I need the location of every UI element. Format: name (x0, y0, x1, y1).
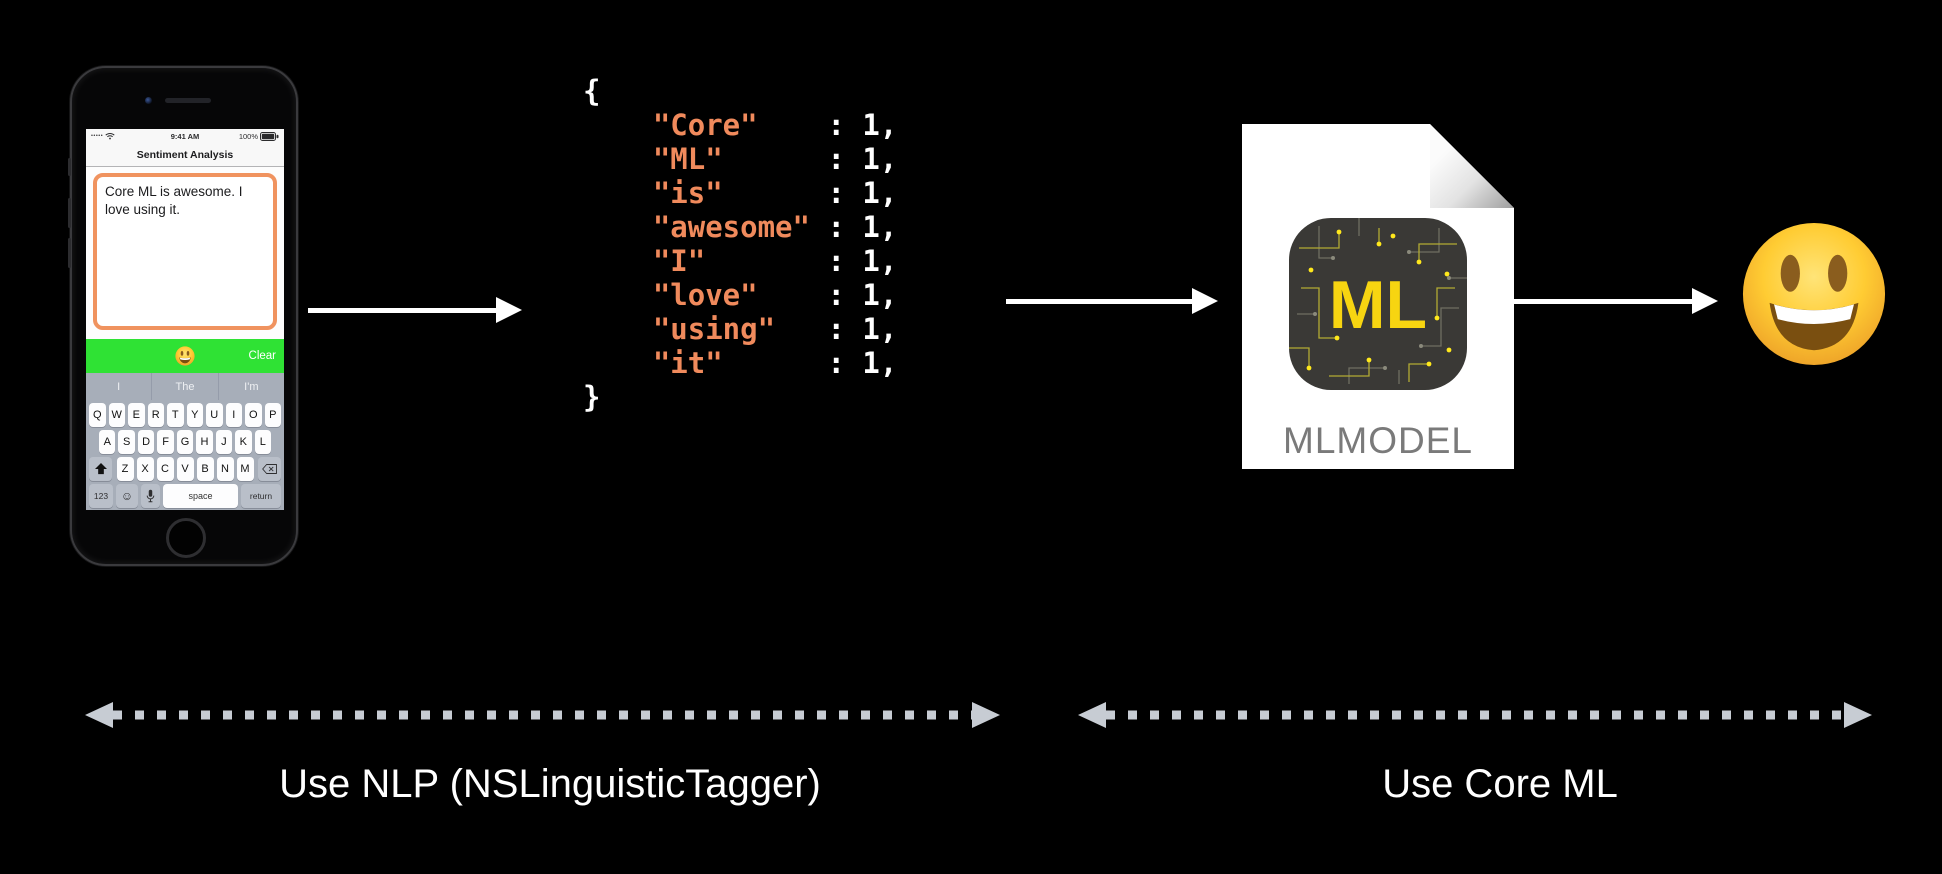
mlmodel-file-icon: ML MLMODEL (1242, 124, 1514, 469)
backspace-icon (262, 464, 277, 474)
nlp-phase-label: Use NLP (NSLinguisticTagger) (279, 762, 821, 806)
emoji-key[interactable]: ☺ (116, 484, 138, 508)
code-block: { "Core" : 1, "ML" : 1, "is" : 1, "aweso… (583, 74, 897, 414)
key-f[interactable]: F (157, 430, 174, 454)
battery-icon (260, 131, 279, 141)
key-y[interactable]: Y (186, 403, 203, 427)
nlp-phase-range-arrow (85, 702, 1000, 728)
mute-switch (68, 158, 71, 176)
iphone-device: ••••• 9:41 AM 100% Sentiment Analysis (68, 66, 298, 566)
key-t[interactable]: T (167, 403, 184, 427)
battery-percent: 100% (238, 131, 258, 141)
key-j[interactable]: J (215, 430, 233, 454)
key-s[interactable]: S (118, 430, 135, 454)
key-w[interactable]: W (108, 403, 125, 427)
earpiece-speaker (165, 98, 211, 103)
coreml-phase-range-arrow (1078, 702, 1872, 728)
space-key[interactable]: space (163, 484, 238, 508)
grinning-face-icon (1742, 222, 1886, 366)
keyboard-row-4: 123 ☺ space return (89, 484, 281, 508)
key-u[interactable]: U (206, 403, 223, 427)
key-i[interactable]: I (225, 403, 242, 427)
ml-tile-text: ML (1329, 267, 1427, 343)
key-m[interactable]: M (236, 457, 254, 481)
code-pre: { "Core" : 1, "ML" : 1, "is" : 1, "aweso… (583, 74, 898, 414)
arrow-model-to-result (1508, 288, 1718, 314)
coreml-phase-label: Use Core ML (1382, 762, 1618, 806)
key-k[interactable]: K (235, 430, 252, 454)
key-z[interactable]: Z (116, 457, 134, 481)
page-fold-corner (1430, 124, 1514, 208)
backspace-key[interactable] (258, 457, 281, 481)
phone-screen: ••••• 9:41 AM 100% Sentiment Analysis (86, 129, 284, 510)
editor-area: Core ML is awesome. I love using it. (86, 167, 284, 339)
suggestion-im[interactable]: I'm (244, 380, 259, 393)
nav-bar: Sentiment Analysis (86, 143, 284, 167)
numbers-key[interactable]: 123 (89, 484, 113, 508)
volume-up-button (68, 198, 71, 228)
clear-button[interactable]: Clear (248, 350, 276, 362)
key-d[interactable]: D (137, 430, 155, 454)
key-x[interactable]: X (136, 457, 154, 481)
sentiment-text-input[interactable]: Core ML is awesome. I love using it. (93, 173, 277, 330)
key-o[interactable]: O (245, 403, 262, 427)
volume-down-button (68, 238, 71, 268)
arrow-phone-to-dictionary (308, 297, 522, 323)
key-q[interactable]: Q (89, 403, 106, 427)
key-b[interactable]: B (196, 457, 214, 481)
front-camera (145, 97, 152, 104)
key-c[interactable]: C (156, 457, 174, 481)
return-key[interactable]: return (241, 484, 281, 508)
key-l[interactable]: L (254, 430, 271, 454)
dictation-key[interactable] (141, 484, 160, 508)
result-bar: Clear (86, 339, 284, 373)
suggestion-the[interactable]: The (152, 373, 219, 400)
key-e[interactable]: E (128, 403, 145, 427)
signal-dots-icon: ••••• (91, 133, 104, 139)
shift-icon (94, 463, 107, 475)
status-time: 9:41 AM (170, 131, 200, 141)
microphone-icon (146, 489, 155, 503)
circuit-pattern: ML (1289, 218, 1467, 384)
nav-title: Sentiment Analysis (136, 148, 234, 161)
suggestion-i[interactable]: I (86, 373, 153, 400)
home-button[interactable] (166, 518, 206, 558)
mlmodel-label: MLMODEL (1283, 420, 1473, 461)
wifi-icon (105, 133, 115, 140)
key-p[interactable]: P (264, 403, 281, 427)
status-bar: ••••• 9:41 AM 100% (86, 129, 284, 143)
coreml-app-tile: ML (1289, 218, 1467, 390)
shift-key[interactable] (89, 457, 112, 481)
grinning-face-icon (175, 346, 195, 366)
key-g[interactable]: G (176, 430, 194, 454)
key-a[interactable]: A (99, 430, 116, 454)
key-v[interactable]: V (176, 457, 194, 481)
key-r[interactable]: R (147, 403, 164, 427)
arrow-dictionary-to-model (1006, 288, 1218, 314)
key-h[interactable]: H (196, 430, 213, 454)
key-n[interactable]: N (216, 457, 234, 481)
result-emoji (1740, 220, 1888, 368)
